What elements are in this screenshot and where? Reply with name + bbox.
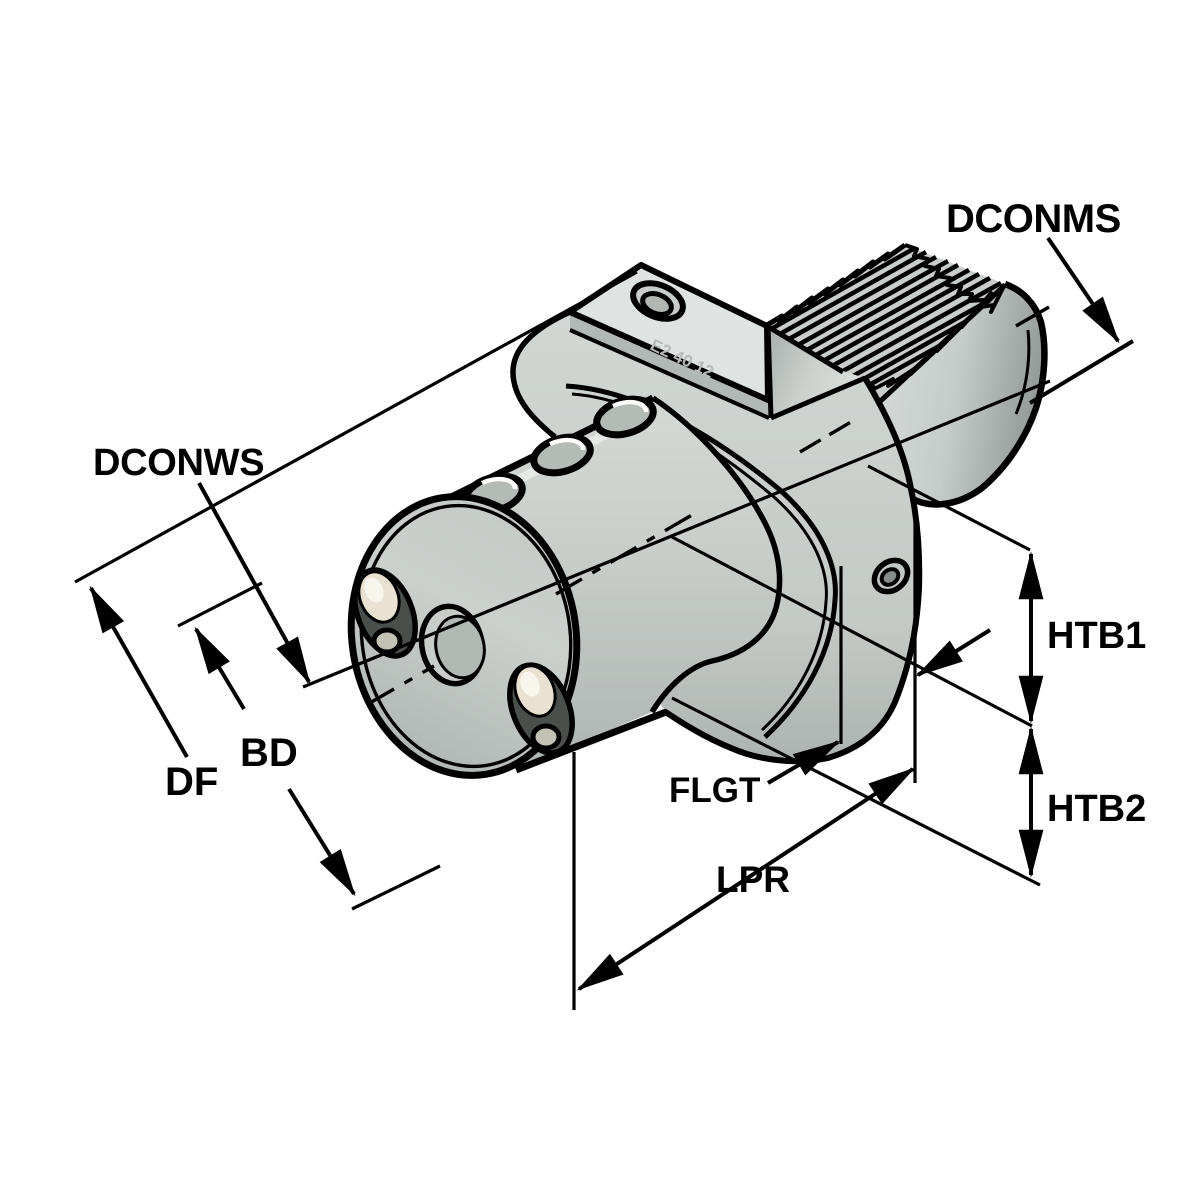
svg-text:BD: BD bbox=[240, 731, 298, 775]
svg-text:HTB1: HTB1 bbox=[1047, 615, 1146, 657]
svg-text:HTB2: HTB2 bbox=[1047, 788, 1146, 830]
svg-text:DF: DF bbox=[165, 760, 218, 804]
svg-text:FLGT: FLGT bbox=[669, 771, 760, 810]
svg-text:DCONWS: DCONWS bbox=[93, 442, 264, 484]
svg-text:DCONMS: DCONMS bbox=[946, 197, 1121, 241]
svg-text:LPR: LPR bbox=[716, 859, 790, 900]
